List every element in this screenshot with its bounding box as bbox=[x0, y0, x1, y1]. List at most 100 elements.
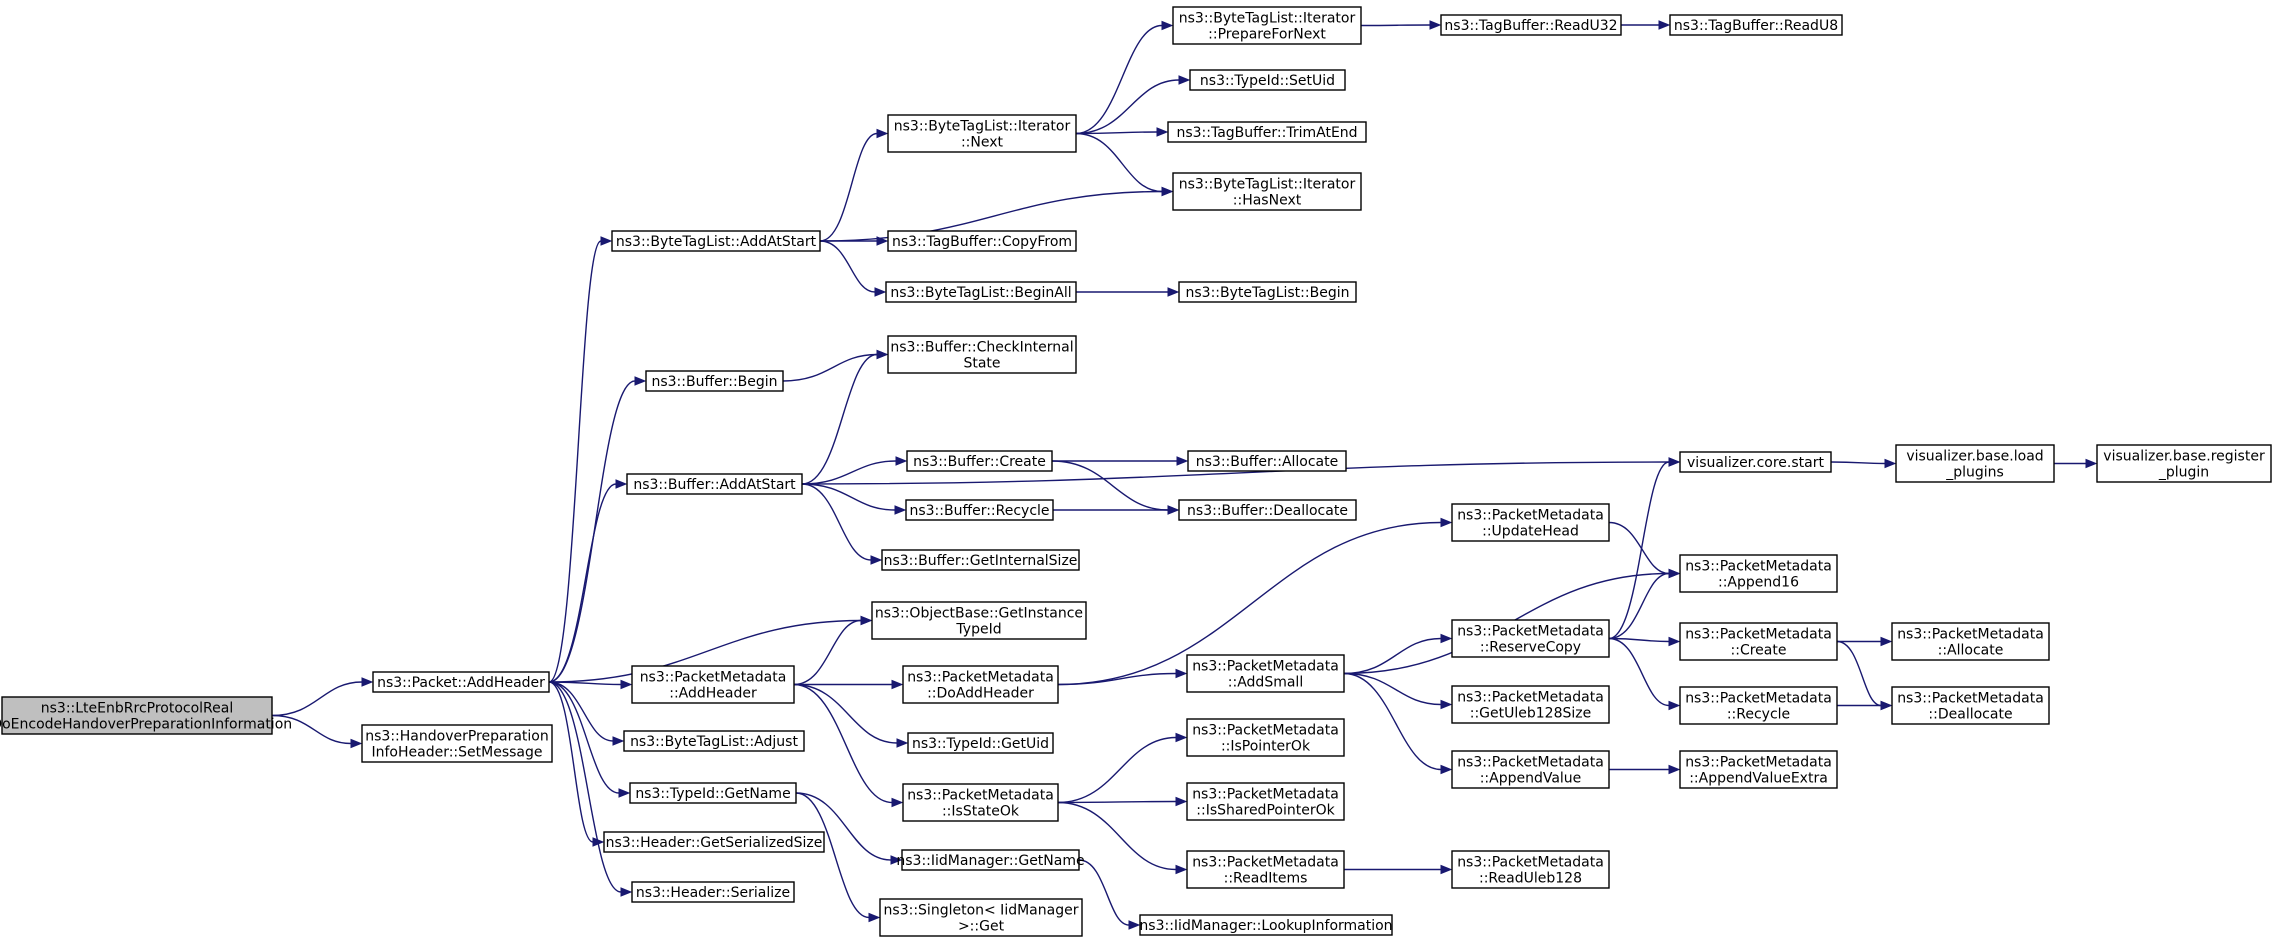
edge-btl_addatstart-to-it_next bbox=[819, 128, 889, 242]
node-pm_reservecopy[interactable]: ns3::PacketMetadata::ReserveCopy bbox=[1451, 619, 1610, 658]
node-btl_addatstart[interactable]: ns3::ByteTagList::AddAtStart bbox=[611, 230, 821, 252]
node-box bbox=[1, 696, 273, 735]
node-btl_beginall[interactable]: ns3::ByteTagList::BeginAll bbox=[885, 281, 1077, 303]
edge-buf_create-to-buf_allocate bbox=[1052, 456, 1189, 466]
edge-buf_addatstart-to-buf_create bbox=[801, 456, 908, 485]
node-label: ::AddHeader bbox=[669, 686, 757, 702]
node-tb_readu32[interactable]: ns3::TagBuffer::ReadU32 bbox=[1440, 14, 1622, 36]
node-buf_begin[interactable]: ns3::Buffer::Begin bbox=[645, 370, 784, 392]
node-buf_getinternalsize[interactable]: ns3::Buffer::GetInternalSize bbox=[881, 549, 1080, 571]
node-singleton_get[interactable]: ns3::Singleton< IidManager>::Get bbox=[879, 898, 1083, 937]
node-btl_begin[interactable]: ns3::ByteTagList::Begin bbox=[1178, 281, 1357, 303]
node-pm_doaddheader[interactable]: ns3::PacketMetadata::DoAddHeader bbox=[902, 665, 1059, 704]
node-setmessage[interactable]: ns3::HandoverPreparationInfoHeader::SetM… bbox=[361, 724, 553, 763]
node-label: ns3::ByteTagList::AddAtStart bbox=[616, 234, 817, 250]
node-tb_trimatend[interactable]: ns3::TagBuffer::TrimAtEnd bbox=[1167, 121, 1367, 143]
node-addheader[interactable]: ns3::Packet::AddHeader bbox=[372, 671, 550, 693]
node-box bbox=[623, 730, 805, 752]
node-typeid_getuid[interactable]: ns3::TypeId::GetUid bbox=[907, 732, 1054, 754]
node-label: ns3::PacketMetadata bbox=[1457, 508, 1604, 524]
node-pm_issharedpointerok[interactable]: ns3::PacketMetadata::IsSharedPointerOk bbox=[1186, 782, 1345, 821]
node-label: ns3::Buffer::Recycle bbox=[909, 503, 1049, 519]
edge-it_next-to-typeid_setuid bbox=[1075, 75, 1191, 135]
node-vis_core_start[interactable]: visualizer.core.start bbox=[1679, 451, 1832, 473]
node-box bbox=[1178, 499, 1357, 521]
node-label: _plugins bbox=[1945, 465, 2004, 481]
node-pm_appendvalue[interactable]: ns3::PacketMetadata::AppendValue bbox=[1451, 750, 1610, 789]
node-iid_lookupinfo[interactable]: ns3::IidManager::LookupInformation bbox=[1139, 914, 1393, 936]
node-label: ::PrepareForNext bbox=[1208, 27, 1326, 43]
node-label: ns3::ByteTagList::Iterator bbox=[1179, 177, 1356, 193]
node-pm_append16[interactable]: ns3::PacketMetadata::Append16 bbox=[1679, 554, 1838, 593]
node-box bbox=[902, 665, 1059, 704]
node-label: ns3::PacketMetadata bbox=[1897, 691, 2044, 707]
node-box bbox=[1451, 503, 1610, 542]
edge-tb_readu32-to-tb_readu8 bbox=[1621, 20, 1671, 30]
edge-pm_reservecopy-to-pm_append16 bbox=[1608, 568, 1681, 640]
node-label: ::DoAddHeader bbox=[927, 686, 1034, 702]
node-buf_recycle[interactable]: ns3::Buffer::Recycle bbox=[905, 499, 1054, 521]
node-buf_create[interactable]: ns3::Buffer::Create bbox=[906, 450, 1053, 472]
node-pm_ispointerok[interactable]: ns3::PacketMetadata::IsPointerOk bbox=[1186, 718, 1345, 757]
node-root[interactable]: ns3::LteEnbRrcProtocolReal::DoEncodeHand… bbox=[0, 696, 292, 735]
node-label: ns3::PacketMetadata bbox=[1192, 659, 1339, 675]
edge-btl_beginall-to-btl_begin bbox=[1076, 287, 1180, 297]
node-box bbox=[1891, 686, 2050, 725]
node-pm_isstateok[interactable]: ns3::PacketMetadata::IsStateOk bbox=[902, 783, 1059, 822]
node-box bbox=[1451, 685, 1610, 724]
node-label: ns3::HandoverPreparation bbox=[365, 729, 548, 745]
node-label: ns3::PacketMetadata bbox=[1685, 755, 1832, 771]
node-label: ns3::Packet::AddHeader bbox=[377, 675, 545, 691]
node-it_hasnext[interactable]: ns3::ByteTagList::Iterator::HasNext bbox=[1172, 172, 1362, 211]
edge-btl_addatstart-to-tb_copyfrom bbox=[820, 236, 889, 246]
node-box bbox=[2096, 444, 2272, 483]
node-buf_deallocate[interactable]: ns3::Buffer::Deallocate bbox=[1178, 499, 1357, 521]
node-buf_allocate[interactable]: ns3::Buffer::Allocate bbox=[1187, 450, 1347, 472]
node-pm_create[interactable]: ns3::PacketMetadata::Create bbox=[1679, 622, 1838, 661]
node-pm_readuleb128[interactable]: ns3::PacketMetadata::ReadUleb128 bbox=[1451, 850, 1610, 889]
node-pm_updatehead[interactable]: ns3::PacketMetadata::UpdateHead bbox=[1451, 503, 1610, 542]
node-buf_addatstart[interactable]: ns3::Buffer::AddAtStart bbox=[626, 473, 803, 495]
node-hdr_serialize[interactable]: ns3::Header::Serialize bbox=[631, 881, 795, 903]
node-iid_getname[interactable]: ns3::IidManager::GetName bbox=[896, 849, 1085, 871]
node-pm_appendvalueextra[interactable]: ns3::PacketMetadata::AppendValueExtra bbox=[1679, 750, 1838, 789]
node-label: ns3::Buffer::Begin bbox=[651, 374, 777, 390]
node-btl_adjust[interactable]: ns3::ByteTagList::Adjust bbox=[623, 730, 805, 752]
node-typeid_getname[interactable]: ns3::TypeId::GetName bbox=[629, 782, 797, 804]
node-box bbox=[885, 281, 1077, 303]
node-pm_getuleb128size[interactable]: ns3::PacketMetadata::GetUleb128Size bbox=[1451, 685, 1610, 724]
node-box bbox=[887, 230, 1077, 252]
node-pm_readitems[interactable]: ns3::PacketMetadata::ReadItems bbox=[1186, 850, 1345, 889]
edge-buf_addatstart-to-buf_recycle bbox=[801, 483, 907, 515]
node-tb_copyfrom[interactable]: ns3::TagBuffer::CopyFrom bbox=[887, 230, 1077, 252]
node-vis_base_register[interactable]: visualizer.base.register_plugin bbox=[2096, 444, 2272, 483]
edge-pm_addsmall-to-pm_appendvalue bbox=[1343, 672, 1453, 775]
node-tb_readu8[interactable]: ns3::TagBuffer::ReadU8 bbox=[1669, 14, 1843, 36]
edge-pm_reservecopy-to-vis_core_start bbox=[1608, 457, 1681, 640]
node-hdr_getsersize[interactable]: ns3::Header::GetSerializedSize bbox=[603, 831, 825, 853]
node-label: ::Next bbox=[961, 135, 1004, 151]
node-pm_addsmall[interactable]: ns3::PacketMetadata::AddSmall bbox=[1186, 654, 1345, 693]
edge-pm_isstateok-to-pm_readitems bbox=[1057, 801, 1188, 875]
node-vis_base_load[interactable]: visualizer.base.load_plugins bbox=[1895, 444, 2055, 483]
node-it_preparefornext[interactable]: ns3::ByteTagList::Iterator::PrepareForNe… bbox=[1172, 6, 1362, 45]
node-it_next[interactable]: ns3::ByteTagList::Iterator::Next bbox=[887, 114, 1077, 153]
edge-iid_getname-to-iid_lookupinfo bbox=[1078, 859, 1141, 930]
node-pm_recycle[interactable]: ns3::PacketMetadata::Recycle bbox=[1679, 686, 1838, 725]
edge-pm_addheader-to-typeid_getuid bbox=[793, 683, 909, 748]
node-label: ns3::ByteTagList::BeginAll bbox=[890, 285, 1071, 301]
node-label: ns3::Buffer::GetInternalSize bbox=[884, 553, 1078, 569]
node-label: ::AddSmall bbox=[1228, 675, 1303, 691]
edge-btl_addatstart-to-btl_beginall bbox=[819, 240, 887, 297]
node-box bbox=[645, 370, 784, 392]
node-pm_allocate[interactable]: ns3::PacketMetadata::Allocate bbox=[1891, 622, 2050, 661]
node-typeid_setuid[interactable]: ns3::TypeId::SetUid bbox=[1189, 69, 1346, 91]
node-label: ::IsPointerOk bbox=[1221, 739, 1311, 755]
edge-typeid_getname-to-singleton_get bbox=[795, 792, 881, 923]
node-pm_deallocate[interactable]: ns3::PacketMetadata::Deallocate bbox=[1891, 686, 2050, 725]
edge-buf_create-to-buf_deallocate bbox=[1051, 460, 1180, 515]
node-box bbox=[372, 671, 550, 693]
node-pm_addheader[interactable]: ns3::PacketMetadata::AddHeader bbox=[631, 665, 795, 704]
